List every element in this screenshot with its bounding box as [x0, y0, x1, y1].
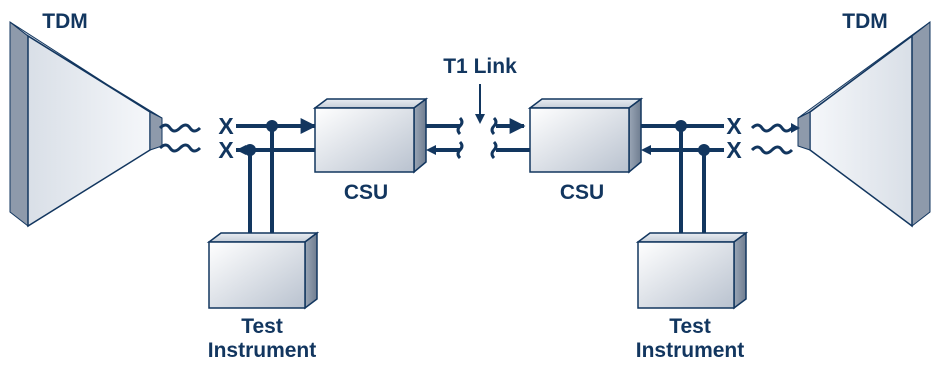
tdm-right-label: TDM [842, 10, 888, 33]
x-mark: X [726, 137, 742, 163]
test-instrument-right-label-line2: Instrument [636, 339, 745, 362]
csu-left-label: CSU [344, 181, 388, 204]
tdm-left [9, 20, 163, 228]
tdm-left-label: TDM [42, 10, 88, 33]
test-instrument-right-label-line1: Test [669, 315, 711, 338]
x-mark: X [218, 137, 234, 163]
csu-right-box [527, 97, 644, 174]
test-instrument-left-label-line1: Test [241, 315, 283, 338]
t1-link-label: T1 Link [443, 55, 517, 78]
test-instrument-right [635, 231, 749, 310]
left-link-wiring [426, 116, 464, 160]
right-wiring [641, 120, 800, 238]
csu-right-label: CSU [560, 181, 604, 204]
t1-link-arrow [475, 84, 485, 124]
left-wiring [158, 118, 317, 238]
x-mark: X [218, 113, 234, 139]
x-mark: X [726, 113, 742, 139]
tdm-right [797, 20, 931, 228]
csu-left-box [312, 97, 429, 174]
test-instrument-left [206, 231, 320, 310]
squiggle-left-top [158, 123, 202, 133]
right-link-wiring [490, 116, 530, 160]
test-instrument-left-label-line2: Instrument [208, 339, 317, 362]
squiggle-left-bottom [158, 143, 202, 153]
